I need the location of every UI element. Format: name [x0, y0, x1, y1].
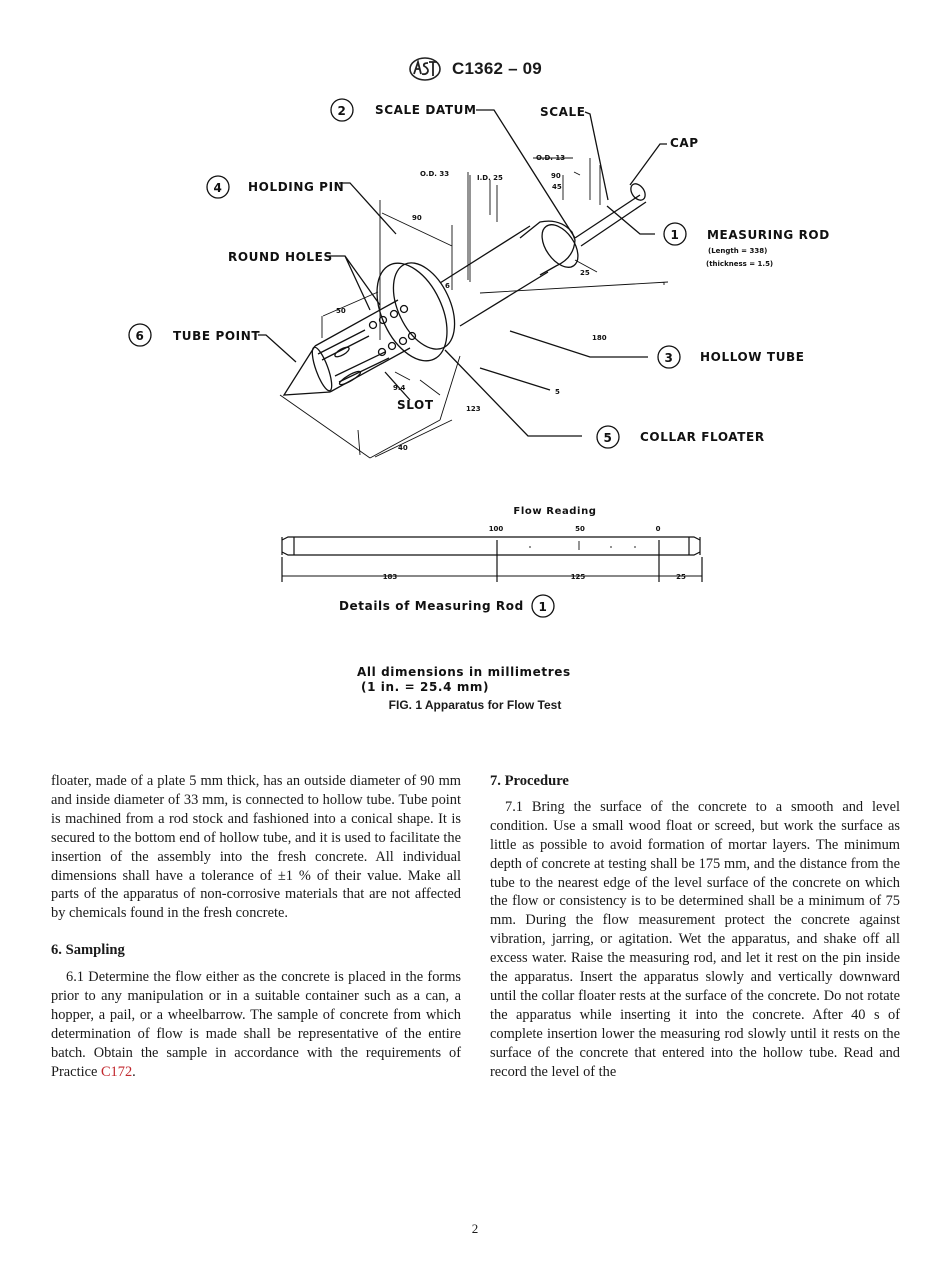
label-tube-point: TUBE POINT — [173, 329, 260, 343]
left-column: floater, made of a plate 5 mm thick, has… — [51, 772, 461, 1082]
label-collar-floater: COLLAR FLOATER — [640, 430, 765, 444]
dim-angle45: 45 — [552, 183, 562, 191]
right-column: 7. Procedure 7.1 Bring the surface of th… — [490, 772, 900, 1082]
rod-seg-183: 183 — [383, 573, 398, 581]
collar-floater-disk — [376, 262, 448, 362]
section-7-heading: 7. Procedure — [490, 773, 569, 789]
round-hole — [368, 320, 378, 330]
callout-number-collar-floater: 5 — [604, 431, 613, 445]
dim-50: 50 — [336, 307, 346, 315]
standard-designation: C1362 – 09 — [452, 59, 542, 78]
section-6-heading: 6. Sampling — [51, 942, 125, 959]
callout-number-holding-pin: 4 — [214, 181, 223, 195]
hollow-tube-body — [439, 225, 549, 327]
dim-angle90: 90 — [551, 172, 561, 180]
tube-point-cone — [282, 345, 331, 396]
callout-number-rod-detail: 1 — [539, 600, 548, 614]
rod-seg-25: 25 — [676, 573, 686, 581]
flow-tick-50: 50 — [575, 525, 585, 533]
label-hollow-tube: HOLLOW TUBE — [700, 350, 805, 364]
label-slot: SLOT — [397, 398, 434, 412]
paragraph-continued: floater, made of a plate 5 mm thick, has… — [51, 773, 461, 922]
paragraph-7-1: 7.1 Bring the surface of the concrete to… — [490, 798, 900, 1080]
label-scale-datum: SCALE DATUM — [375, 103, 477, 117]
dim-6: 6 — [445, 282, 450, 290]
callout-number-measuring-rod: 1 — [671, 228, 680, 242]
callout-number-hollow-tube: 3 — [665, 351, 674, 365]
astm-logo-icon — [409, 57, 441, 81]
dim-123: 123 — [466, 405, 481, 413]
c172-link[interactable]: C172 — [100, 1063, 133, 1080]
callout-number-tube-point: 6 — [136, 329, 145, 343]
dim-40: 40 — [398, 444, 408, 452]
dim-5: 5 — [555, 388, 560, 396]
flow-reading-label: Flow Reading — [513, 506, 596, 517]
flow-tick-100: 100 — [489, 525, 504, 533]
label-cap: CAP — [670, 136, 699, 150]
paragraph-6-1: 6.1 Determine the flow either as the con… — [51, 969, 461, 1080]
page-header: C1362 – 09 — [0, 56, 950, 82]
dim-od13: O.D. 13 — [536, 154, 565, 162]
figure-caption: FIG. 1 Apparatus for Flow Test — [388, 698, 562, 712]
flow-tick-0: 0 — [656, 525, 661, 533]
measuring-rod-detail — [281, 536, 703, 582]
label-scale: SCALE — [540, 105, 586, 119]
callout-number-scale-datum: 2 — [338, 104, 347, 118]
label-rod-length: (Length = 338) — [708, 247, 767, 255]
measuring-rod-upper — [574, 194, 647, 247]
apparatus-figure: 2 4 1 6 3 5 1 SCALE DATUM SCALE CAP HOLD… — [128, 98, 830, 694]
page-number: 2 — [471, 1221, 479, 1236]
dim-180: 180 — [592, 334, 607, 342]
rod-seg-125: 125 — [571, 573, 586, 581]
dim-90: 90 — [412, 214, 422, 222]
dimensions-note-line1: All dimensions in millimetres — [357, 665, 571, 679]
label-holding-pin: HOLDING PIN — [248, 180, 344, 194]
cap-shape — [630, 183, 646, 201]
dim-id25: I.D. 25 — [477, 174, 503, 182]
dimensions-note-line2: (1 in. = 25.4 mm) — [361, 680, 489, 694]
rod-detail-title: Details of Measuring Rod — [339, 599, 524, 613]
label-round-holes: ROUND HOLES — [228, 250, 333, 264]
slot-shape — [317, 329, 370, 361]
label-rod-thickness: (thickness = 1.5) — [706, 260, 773, 268]
dim-od33: O.D. 33 — [420, 170, 449, 178]
dim-9-4: 9.4 — [393, 384, 406, 392]
label-measuring-rod: MEASURING ROD — [707, 228, 830, 242]
dim-25: 25 — [580, 269, 590, 277]
